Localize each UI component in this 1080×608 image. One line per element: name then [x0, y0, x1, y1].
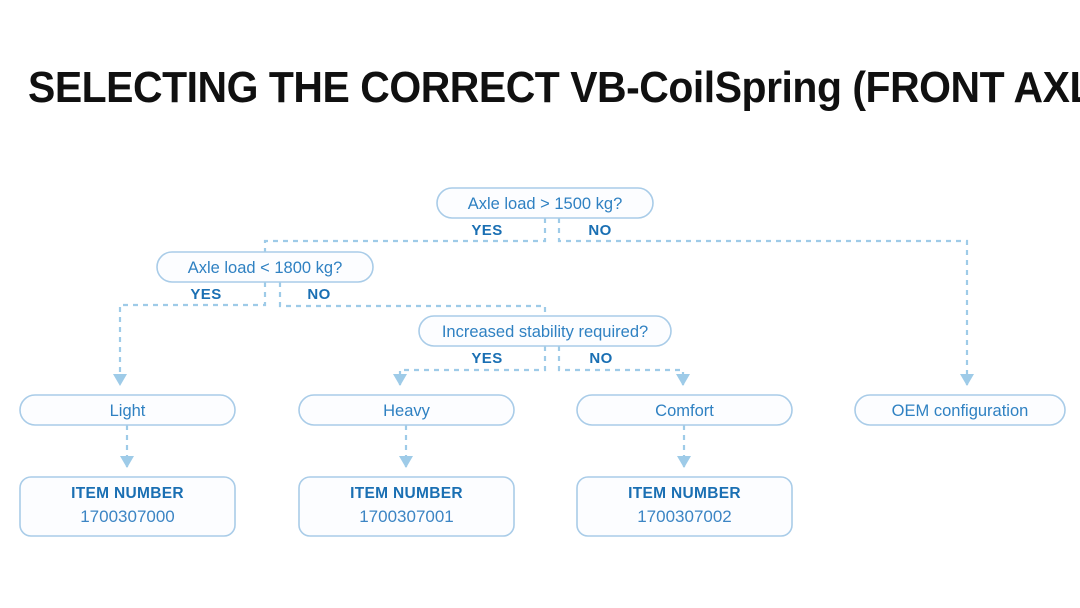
- branch-d3-yes: YES: [471, 350, 502, 367]
- result-light-label: Light: [110, 402, 146, 420]
- result-heavy[interactable]: Heavy: [298, 394, 515, 426]
- conn-heavy-to-item: [399, 425, 413, 468]
- decision-increased-stability[interactable]: Increased stability required?: [418, 315, 672, 347]
- item-box-heavy-value: 1700307001: [359, 507, 454, 526]
- item-box-heavy[interactable]: ITEM NUMBER 1700307001: [298, 476, 515, 537]
- item-box-comfort-value: 1700307002: [637, 507, 732, 526]
- conn-d3-no-to-comfort-arrowhead-icon: [676, 374, 690, 386]
- conn-d3-yes-to-heavy: [393, 346, 547, 386]
- conn-d2-yes-to-light-line: [118, 282, 267, 385]
- conn-comfort-to-item-arrowhead-icon: [677, 456, 691, 468]
- item-box-light[interactable]: ITEM NUMBER 1700307000: [19, 476, 236, 537]
- decision-axle-load-1800[interactable]: Axle load < 1800 kg?: [156, 251, 374, 283]
- conn-d1-no-to-oem-arrowhead-icon: [960, 374, 974, 386]
- item-box-light-caption: ITEM NUMBER: [71, 485, 184, 502]
- conn-d2-no-to-d3-line: [278, 282, 547, 316]
- result-comfort[interactable]: Comfort: [576, 394, 793, 426]
- item-box-heavy-caption: ITEM NUMBER: [350, 485, 463, 502]
- connectors-layer: [113, 218, 974, 468]
- page-title: SELECTING THE CORRECT VB-CoilSpring (FRO…: [28, 63, 1080, 112]
- conn-heavy-to-item-arrowhead-icon: [399, 456, 413, 468]
- result-light[interactable]: Light: [19, 394, 236, 426]
- item-box-light-value: 1700307000: [80, 507, 175, 526]
- result-comfort-label: Comfort: [655, 402, 714, 420]
- conn-d2-yes-to-light: [113, 282, 267, 386]
- branch-d1-yes: YES: [471, 222, 502, 239]
- decision-increased-stability-shape: [418, 315, 672, 347]
- conn-d1-no-to-oem-line: [557, 218, 969, 385]
- conn-d1-yes-to-d2: [263, 218, 547, 252]
- conn-d3-yes-to-heavy-line: [398, 346, 547, 385]
- decision-axle-load-1800-shape: [156, 251, 374, 283]
- result-nodes-layer: Light Heavy Comfort OEM configuration: [19, 394, 1066, 426]
- decision-axle-load-1500-label: Axle load > 1500 kg?: [468, 195, 623, 213]
- item-box-heavy-shape: [298, 476, 515, 537]
- decision-axle-load-1800-label: Axle load < 1800 kg?: [188, 259, 343, 277]
- item-box-comfort-shape: [576, 476, 793, 537]
- decision-axle-load-1500[interactable]: Axle load > 1500 kg?: [436, 187, 654, 219]
- conn-light-to-item: [120, 425, 134, 468]
- branch-d2-no: NO: [307, 286, 330, 303]
- item-box-light-shape: [19, 476, 236, 537]
- conn-d1-yes-to-d2-line: [263, 218, 547, 252]
- result-heavy-shape: [298, 394, 515, 426]
- branch-labels-layer: YES NO YES NO YES NO: [190, 222, 612, 367]
- conn-d3-yes-to-heavy-arrowhead-icon: [393, 374, 407, 386]
- result-light-shape: [19, 394, 236, 426]
- decision-nodes-layer: Axle load > 1500 kg? Axle load < 1800 kg?…: [156, 187, 672, 347]
- branch-d1-no: NO: [588, 222, 611, 239]
- result-oem[interactable]: OEM configuration: [854, 394, 1066, 426]
- result-heavy-label: Heavy: [383, 402, 431, 420]
- decision-increased-stability-label: Increased stability required?: [442, 323, 648, 341]
- item-box-comfort[interactable]: ITEM NUMBER 1700307002: [576, 476, 793, 537]
- conn-d3-no-to-comfort-line: [557, 346, 685, 385]
- result-oem-shape: [854, 394, 1066, 426]
- conn-d2-no-to-d3: [278, 282, 547, 316]
- result-comfort-shape: [576, 394, 793, 426]
- conn-d3-no-to-comfort: [557, 346, 690, 386]
- conn-d1-no-to-oem: [557, 218, 974, 386]
- branch-d3-no: NO: [589, 350, 612, 367]
- conn-light-to-item-arrowhead-icon: [120, 456, 134, 468]
- item-number-boxes-layer: ITEM NUMBER 1700307000 ITEM NUMBER 17003070…: [19, 476, 793, 537]
- conn-d2-yes-to-light-arrowhead-icon: [113, 374, 127, 386]
- conn-comfort-to-item: [677, 425, 691, 468]
- branch-d2-yes: YES: [190, 286, 221, 303]
- decision-axle-load-1500-shape: [436, 187, 654, 219]
- result-oem-label: OEM configuration: [892, 402, 1029, 420]
- item-box-comfort-caption: ITEM NUMBER: [628, 485, 741, 502]
